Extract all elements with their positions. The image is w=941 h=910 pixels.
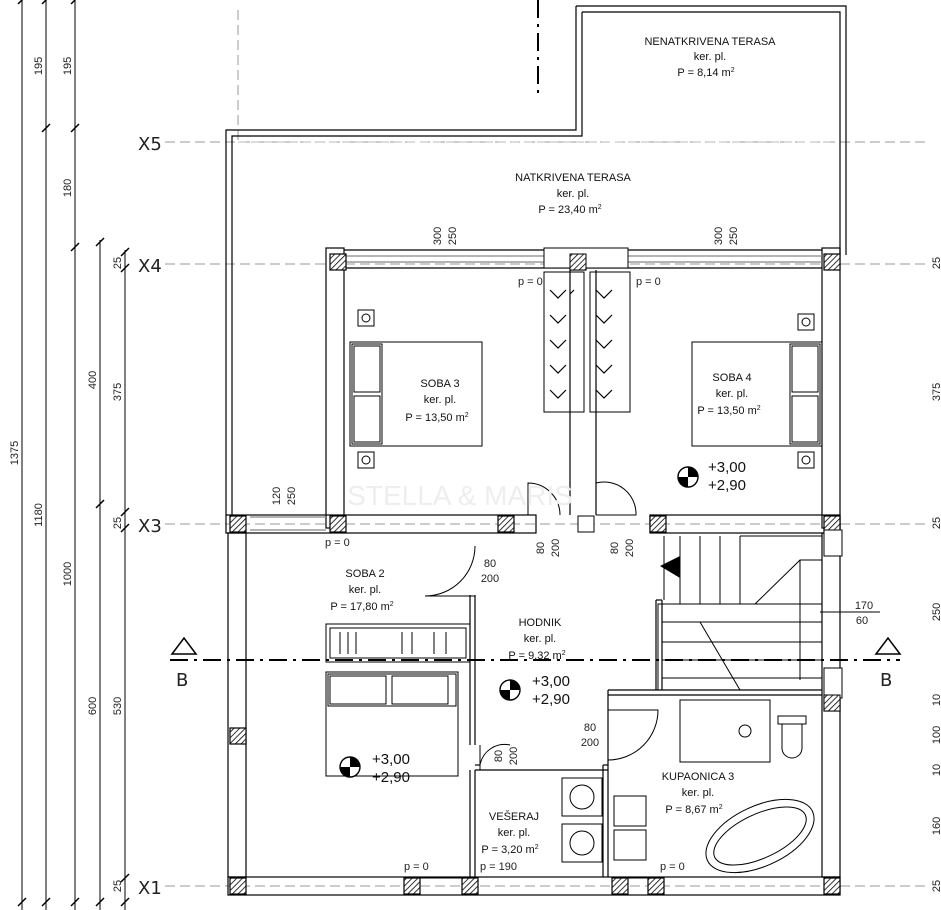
elev-bottom-soba2: +2,90: [372, 769, 410, 786]
room-name-kupaonica: KUPAONICA 3: [662, 771, 735, 783]
dim-375: 375: [112, 383, 124, 401]
door-80-veseraj: 80: [493, 750, 505, 762]
rdim-25-a: 25: [931, 257, 941, 269]
door-200-soba3: 200: [550, 539, 562, 557]
dim-25-b: 25: [112, 517, 124, 529]
rdim-100: 100: [931, 726, 941, 744]
room-floor-veseraj: ker. pl.: [498, 827, 530, 839]
open-120: 120: [271, 487, 283, 505]
sill-p190: p = 190: [480, 861, 517, 873]
rdim-375: 375: [931, 383, 941, 401]
room-floor-soba3: ker. pl.: [424, 394, 456, 406]
dim-25-a: 25: [112, 257, 124, 269]
dim-1000: 1000: [62, 562, 74, 586]
elev-top-soba4: +3,00: [708, 459, 746, 476]
open-250-x3: 250: [286, 487, 298, 505]
dim-25-c: 25: [112, 880, 124, 892]
axis-x3: X3: [138, 516, 162, 537]
dim-600: 600: [87, 697, 99, 715]
sill-p0-bottom: p = 0: [404, 861, 429, 873]
sill-p0-kupaonica: p = 0: [660, 861, 685, 873]
door-200-soba4: 200: [624, 539, 636, 557]
open-250-left: 250: [447, 227, 459, 245]
rdim-25-c: 25: [931, 880, 941, 892]
room-floor-nenatkrivena: ker. pl.: [694, 51, 726, 63]
dim-195-b: 195: [62, 57, 74, 75]
room-floor-kupaonica: ker. pl.: [682, 787, 714, 799]
dim-400: 400: [87, 371, 99, 389]
room-name-soba2: SOBA 2: [345, 568, 384, 580]
axis-x1: X1: [138, 878, 162, 899]
dim-530: 530: [112, 697, 124, 715]
dim-195-a: 195: [33, 57, 45, 75]
open-300-right: 300: [713, 227, 725, 245]
room-floor-hodnik: ker. pl.: [524, 633, 556, 645]
door-200-soba2: 200: [481, 573, 499, 585]
watermark-text: STELLA & MARIS: [347, 480, 573, 511]
elev-top-soba2: +3,00: [372, 751, 410, 768]
room-area-nenatkrivena: P = 8,14 m2: [677, 67, 734, 79]
room-floor-natkrivena: ker. pl.: [557, 188, 589, 200]
rdim-10-a: 10: [931, 694, 941, 706]
room-area-soba2: P = 17,80 m2: [330, 601, 393, 613]
axis-x4: X4: [138, 256, 162, 277]
room-area-veseraj: P = 3,20 m2: [481, 844, 538, 856]
sill-p0-soba2: p = 0: [325, 537, 350, 549]
sill-p0-soba3: p = 0: [518, 276, 543, 288]
rdim-160: 160: [931, 817, 941, 835]
dim-170: 170: [855, 600, 873, 612]
rdim-25-b: 25: [931, 517, 941, 529]
room-name-natkrivena: NATKRIVENA TERASA: [515, 172, 631, 184]
room-name-hodnik: HODNIK: [519, 617, 562, 629]
open-300-left: 300: [432, 227, 444, 245]
door-80-soba3: 80: [535, 542, 547, 554]
section-label-left: B: [176, 670, 188, 691]
section-label-right: B: [880, 670, 892, 691]
room-name-soba4: SOBA 4: [712, 372, 751, 384]
open-250-right: 250: [728, 227, 740, 245]
room-area-natkrivena: P = 23,40 m2: [538, 204, 601, 216]
elev-bottom-soba4: +2,90: [708, 477, 746, 494]
room-name-soba3: SOBA 3: [420, 378, 459, 390]
elev-bottom-hodnik: +2,90: [532, 691, 570, 708]
room-name-nenatkrivena: NENATKRIVENA TERASA: [644, 36, 776, 48]
room-floor-soba2: ker. pl.: [349, 584, 381, 596]
door-200-veseraj: 200: [508, 747, 520, 765]
dim-1375: 1375: [9, 441, 21, 465]
door-200-kupaonica: 200: [581, 737, 599, 749]
room-name-veseraj: VEŠERAJ: [489, 810, 539, 823]
rdim-10-b: 10: [931, 764, 941, 776]
room-area-hodnik: P = 9,32 m2: [508, 650, 565, 662]
level-marker-icon: [339, 466, 699, 778]
room-area-soba3: P = 13,50 m2: [405, 412, 468, 424]
elev-top-hodnik: +3,00: [532, 673, 570, 690]
door-80-kupaonica: 80: [584, 722, 596, 734]
dim-60: 60: [856, 615, 868, 627]
sill-p0-soba4: p = 0: [636, 276, 661, 288]
room-area-soba4: P = 13,50 m2: [697, 405, 760, 417]
axis-x5: X5: [138, 134, 162, 155]
door-80-soba2: 80: [484, 558, 496, 570]
dim-180: 180: [62, 179, 74, 197]
room-floor-soba4: ker. pl.: [716, 388, 748, 400]
rdim-250: 250: [931, 603, 941, 621]
room-area-kupaonica: P = 8,67 m2: [665, 804, 722, 816]
door-80-soba4: 80: [609, 542, 621, 554]
dim-1180: 1180: [33, 503, 45, 527]
